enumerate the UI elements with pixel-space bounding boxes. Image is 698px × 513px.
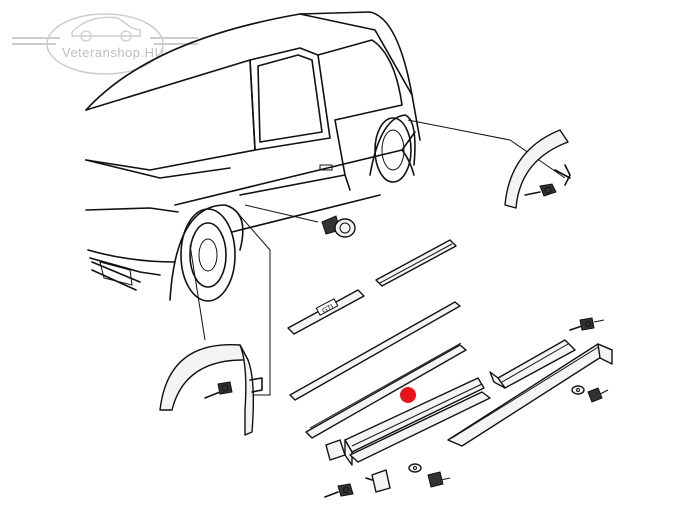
veteranshop-logo: Veteranshop.HU xyxy=(12,13,198,75)
lower-sill-long xyxy=(349,391,491,463)
upper-trim-strip xyxy=(375,239,457,287)
logo-text: Veteranshop.HU xyxy=(62,45,164,60)
gti-emblem-strip: GTI xyxy=(287,289,365,335)
screw-right xyxy=(587,387,609,403)
leader-lines xyxy=(189,119,566,396)
long-thin-moulding xyxy=(289,301,461,401)
front-wheel-arch-trim xyxy=(159,343,263,436)
screw-upper-right xyxy=(569,317,605,331)
bracket-left xyxy=(325,439,346,461)
car-body xyxy=(85,11,421,302)
bracket-lower xyxy=(365,469,391,493)
clip-lower-left xyxy=(324,483,354,498)
clip-rear-arch xyxy=(524,183,557,197)
rear-wheel-arch-trim xyxy=(504,129,571,209)
side-skirt-panel xyxy=(447,343,613,447)
skirt-end-section xyxy=(489,339,576,389)
long-side-moulding xyxy=(305,342,467,439)
push-clip xyxy=(321,215,356,238)
washer-lower xyxy=(408,463,422,473)
highlight-marker xyxy=(400,387,416,403)
clip-front-arch xyxy=(204,381,233,399)
lower-sill-trim xyxy=(344,377,485,466)
washer-right xyxy=(571,385,585,395)
gti-emblem-text: GTI xyxy=(321,303,335,315)
screw-lower xyxy=(427,471,451,488)
